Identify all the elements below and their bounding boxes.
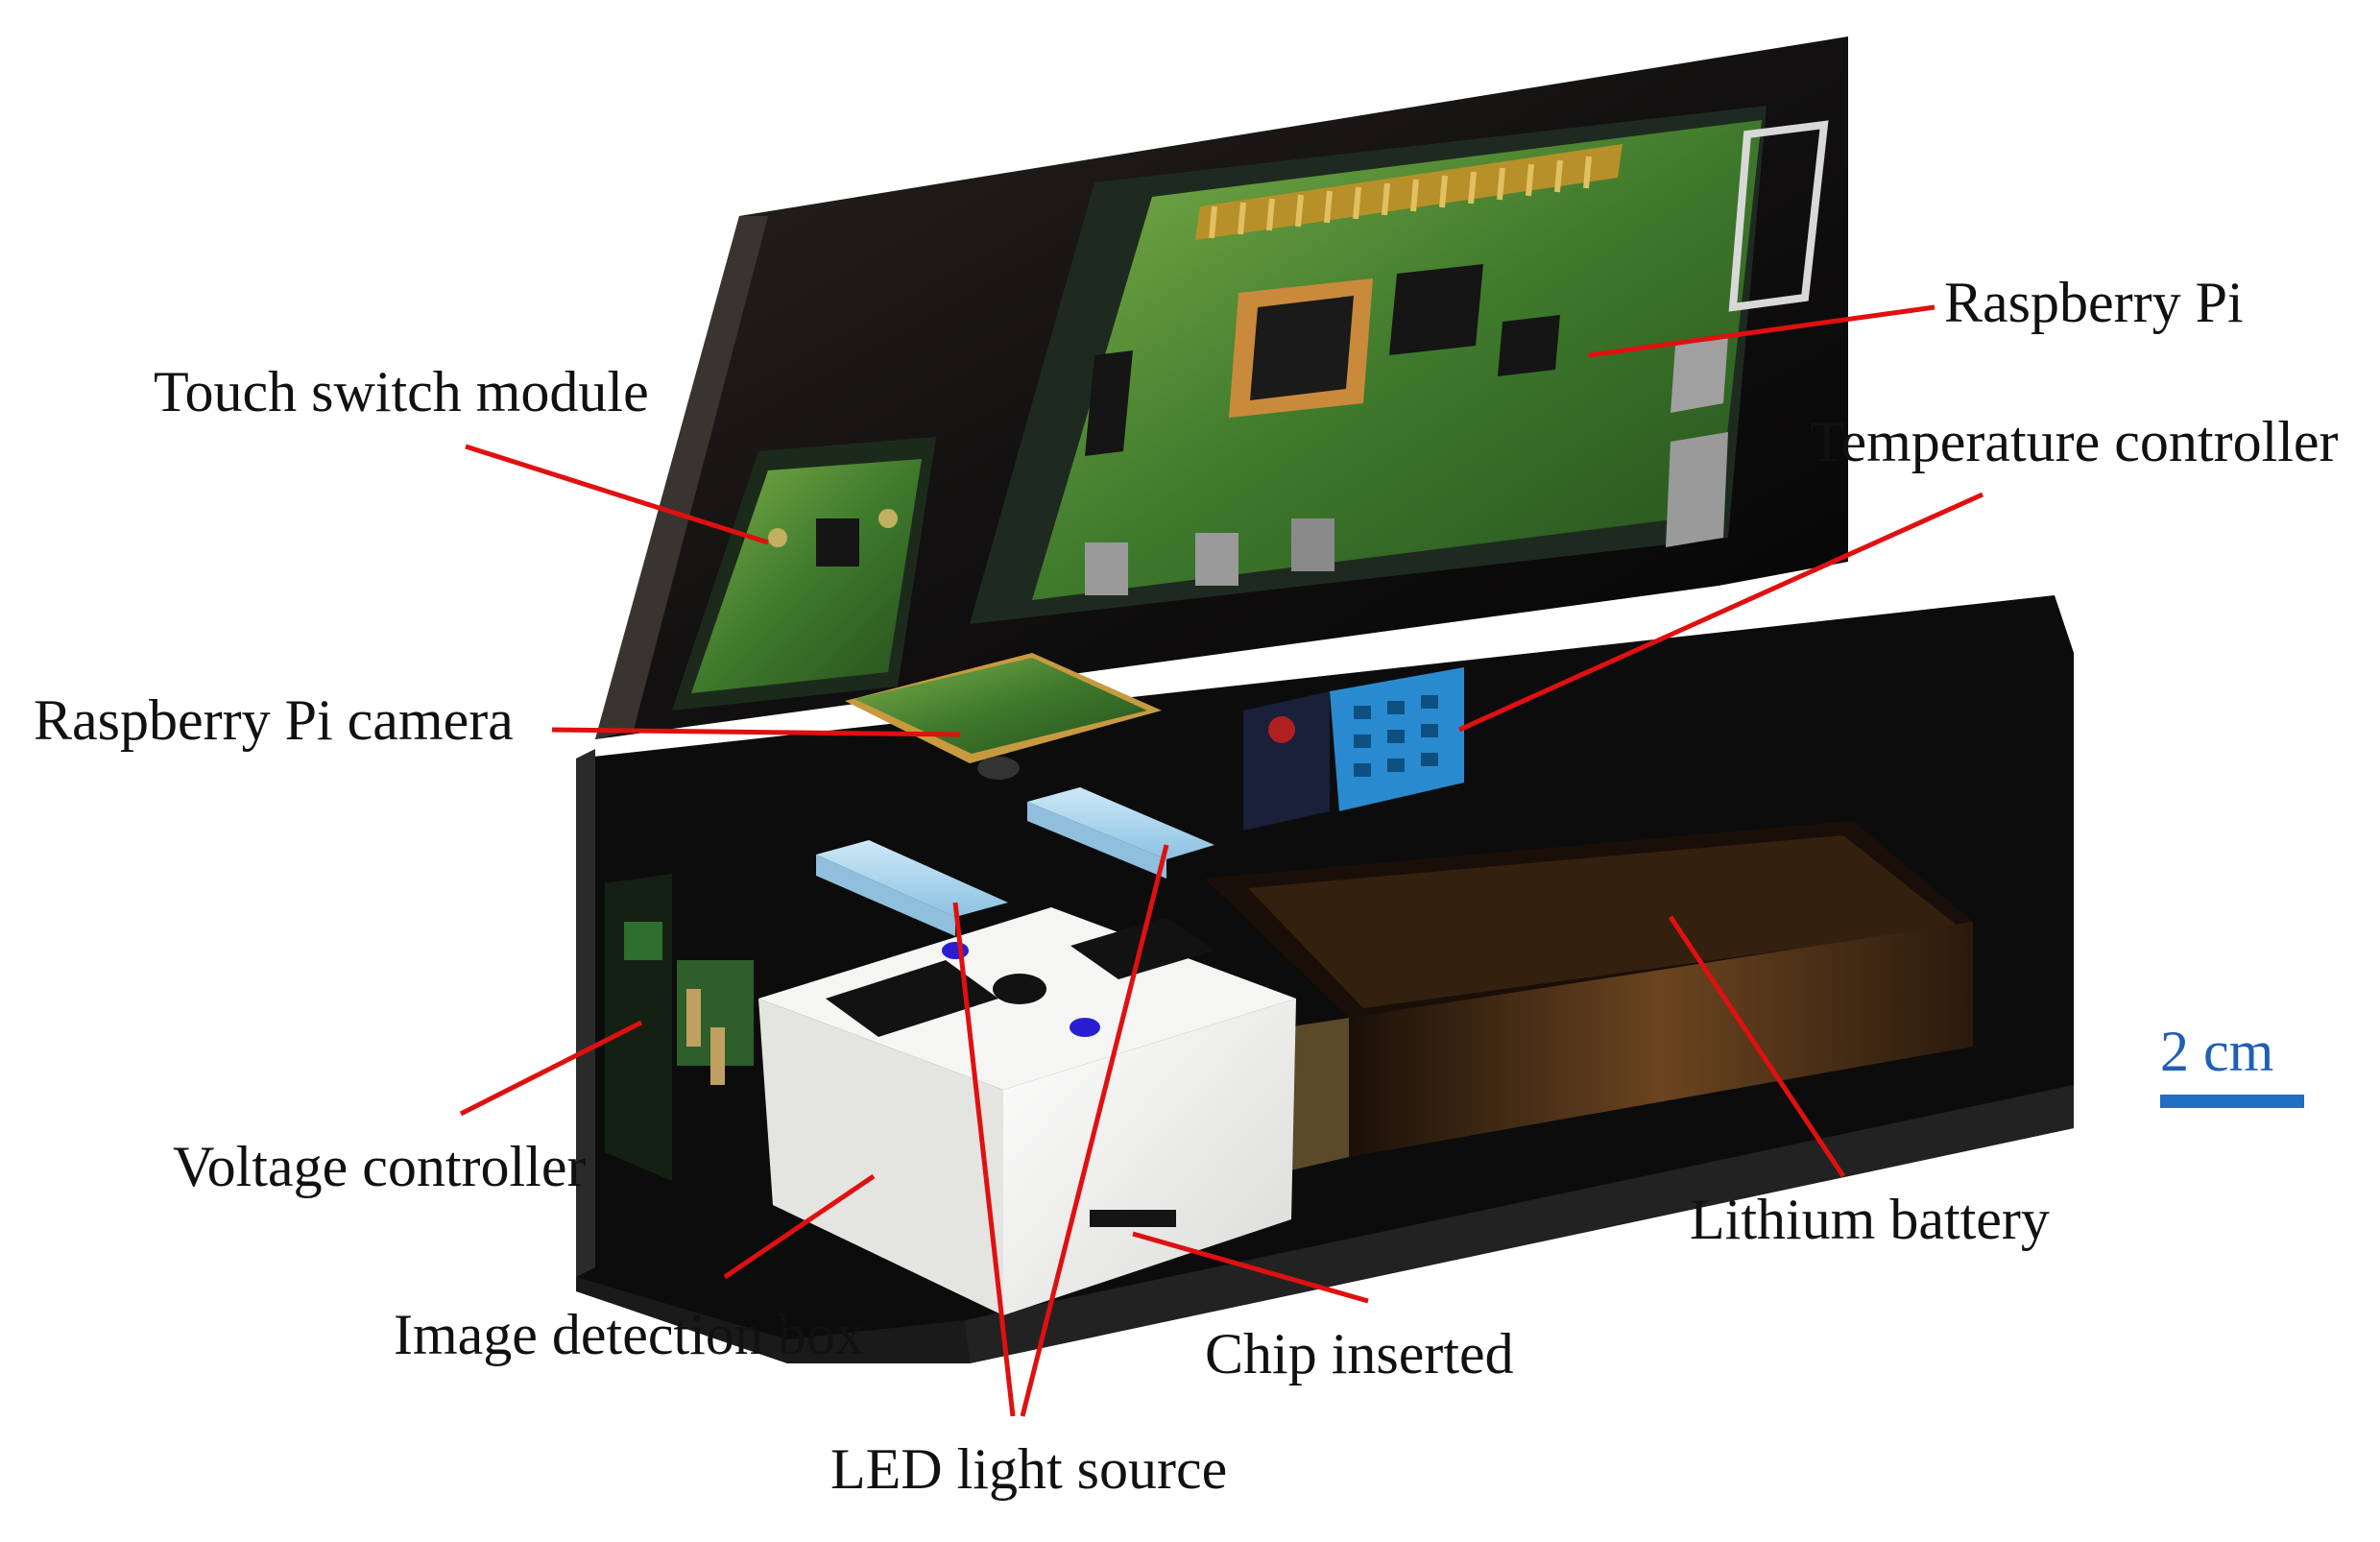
label-chip-inserted: Chip inserted <box>1205 1322 1514 1385</box>
temperature-controller <box>1243 667 1464 831</box>
image-detection-box <box>758 907 1296 1315</box>
lithium-battery <box>1205 821 1973 1171</box>
leader-line-led-right <box>1020 844 1169 1417</box>
leader-line-voltage <box>459 1020 643 1117</box>
raspberry-pi-board <box>970 106 1829 624</box>
label-voltage-controller: Voltage controller <box>173 1135 587 1198</box>
label-lithium-battery: Lithium battery <box>1690 1188 2050 1251</box>
label-touch-switch-module: Touch switch module <box>154 360 649 423</box>
voltage-controller <box>605 874 754 1181</box>
scale-bar <box>2160 1095 2304 1108</box>
led-light-source-left <box>816 840 1008 936</box>
scale-bar-label: 2 cm <box>2160 1020 2274 1083</box>
leader-line-chip <box>1132 1231 1369 1304</box>
led-light-source-right <box>1027 787 1214 879</box>
label-temperature-controller: Temperature controller <box>1810 410 2339 473</box>
label-led-light-source: LED light source <box>830 1437 1228 1501</box>
label-raspberry-pi: Raspberry Pi <box>1944 271 2244 334</box>
leader-line-raspberry-pi <box>1588 304 1935 358</box>
leader-line-camera <box>551 727 961 737</box>
leader-line-image-box <box>723 1173 876 1280</box>
leader-line-battery <box>1668 915 1846 1178</box>
touch-switch-module <box>672 437 936 711</box>
leader-lines <box>459 304 1984 1417</box>
label-image-detection-box: Image detection box <box>394 1303 864 1366</box>
label-raspberry-pi-camera: Raspberry Pi camera <box>34 688 514 752</box>
leader-line-temperature <box>1457 492 1984 733</box>
leader-line-led-left <box>952 902 1016 1417</box>
leader-line-touch-switch <box>465 444 769 545</box>
